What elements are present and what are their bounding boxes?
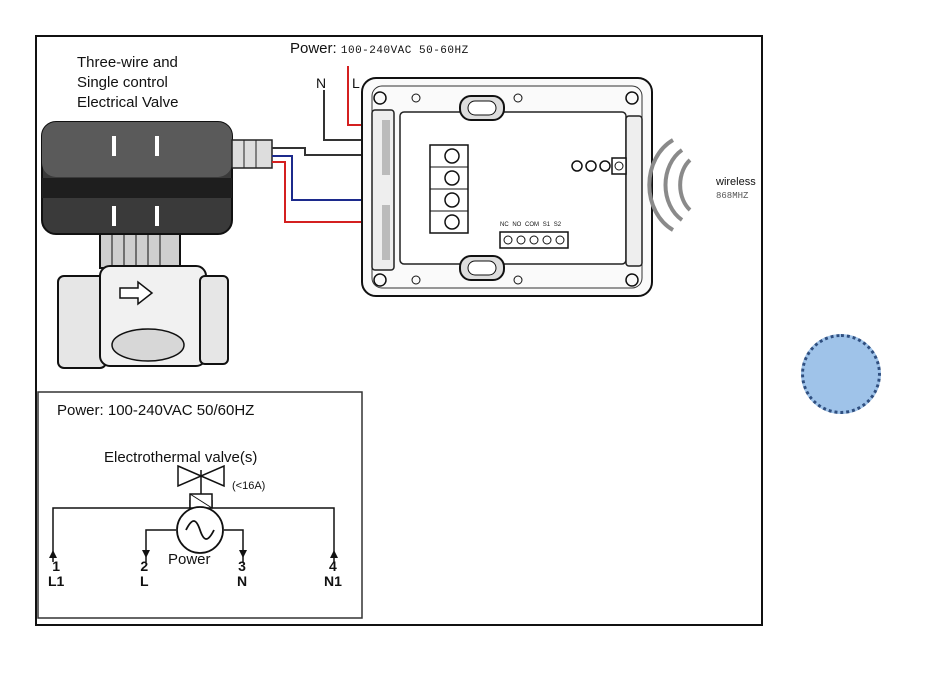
terminal-4-number: 4 bbox=[324, 559, 342, 574]
valve-label-line1: Three-wire and bbox=[77, 53, 178, 73]
power-header: Power: 100-240VAC 50-60HZ bbox=[290, 40, 469, 57]
power-spec: 100-240VAC 50-60HZ bbox=[341, 45, 469, 57]
schematic-valve-label: Electrothermal valve(s) bbox=[104, 449, 257, 466]
terminal-1-name: L1 bbox=[48, 574, 64, 589]
schematic-current-limit: (<16A) bbox=[232, 480, 265, 492]
power-label: Power bbox=[290, 40, 333, 57]
terminal-2-number: 2 bbox=[140, 559, 149, 574]
valve-label: Three-wire and Single control Electrical… bbox=[77, 53, 178, 113]
relay-terminal-nc: NC bbox=[500, 222, 509, 228]
terminal-3-name: N bbox=[237, 574, 247, 589]
relay-terminal-s2: S2 bbox=[554, 222, 561, 228]
diagram-frame bbox=[35, 35, 763, 626]
terminal-2: 2 L bbox=[140, 559, 149, 589]
schematic-source-label: Power bbox=[168, 551, 211, 568]
live-label: L bbox=[352, 75, 360, 91]
terminal-1-number: 1 bbox=[48, 559, 64, 574]
relay-terminal-labels: NC NO COM S1 S2 bbox=[500, 222, 561, 228]
terminal-1: 1 L1 bbox=[48, 559, 64, 589]
valve-label-line3: Electrical Valve bbox=[77, 93, 178, 113]
terminal-2-name: L bbox=[140, 574, 149, 589]
status-dot[interactable] bbox=[801, 334, 881, 414]
wireless-label: wireless bbox=[716, 176, 756, 188]
valve-label-line2: Single control bbox=[77, 73, 178, 93]
schematic-power-title: Power: 100-240VAC 50/60HZ bbox=[57, 402, 254, 419]
relay-terminal-s1: S1 bbox=[543, 222, 550, 228]
terminal-4-name: N1 bbox=[324, 574, 342, 589]
wireless-frequency: 868MHZ bbox=[716, 191, 748, 201]
relay-terminal-com: COM bbox=[525, 222, 539, 228]
neutral-label: N bbox=[316, 75, 326, 91]
terminal-4: 4 N1 bbox=[324, 559, 342, 589]
relay-terminal-no: NO bbox=[512, 222, 521, 228]
terminal-3-number: 3 bbox=[237, 559, 247, 574]
terminal-3: 3 N bbox=[237, 559, 247, 589]
